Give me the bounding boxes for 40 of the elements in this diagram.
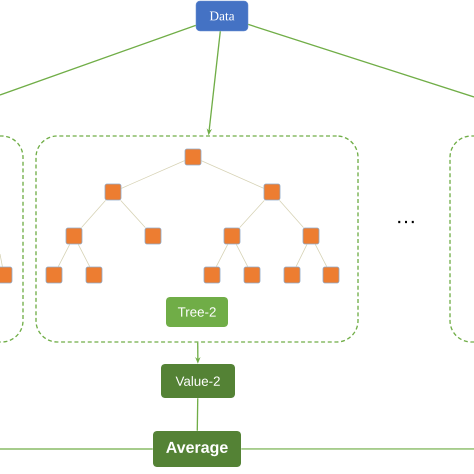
connector-line: [196, 398, 198, 431]
tree-node: [104, 184, 122, 200]
tree-branch: [120, 200, 146, 228]
tree-node: [284, 266, 300, 284]
tree-branch: [236, 244, 248, 267]
data-box: Data: [196, 0, 248, 32]
tree-node: [264, 184, 280, 200]
tree-node: [184, 148, 202, 166]
tree-panel: [0, 135, 24, 343]
tree-node: [0, 266, 12, 284]
tree-node: [86, 266, 102, 284]
tree-branch: [58, 244, 70, 267]
tree-node: [322, 266, 340, 284]
tree-branch: [239, 200, 265, 228]
tree-node: [244, 266, 260, 284]
tree-branch: [201, 160, 264, 189]
tree-branch: [279, 200, 304, 228]
tree-branch: [314, 244, 328, 267]
connector-line: [241, 448, 474, 450]
connector-line: [0, 24, 196, 96]
tree-branch: [296, 244, 308, 267]
connector-line: [0, 448, 153, 450]
ellipsis: …: [398, 220, 414, 224]
tree-node: [224, 228, 240, 244]
tree-panel: [35, 135, 359, 343]
tree-node: [66, 228, 82, 244]
connector-line: [248, 24, 474, 98]
value-box: Value-2: [161, 364, 235, 398]
tree-branch: [216, 244, 228, 267]
tree-panel: [449, 135, 474, 343]
tree-branch: [0, 254, 3, 267]
tree-node: [302, 228, 320, 244]
tree-branch: [81, 200, 106, 228]
tree-label-box: Tree-2: [166, 297, 228, 327]
average-box: Average: [153, 431, 241, 467]
tree-node: [204, 266, 220, 284]
tree-node: [144, 228, 162, 244]
tree-branch: [121, 160, 185, 189]
tree-branch: [78, 244, 90, 267]
tree-node: [46, 266, 62, 284]
